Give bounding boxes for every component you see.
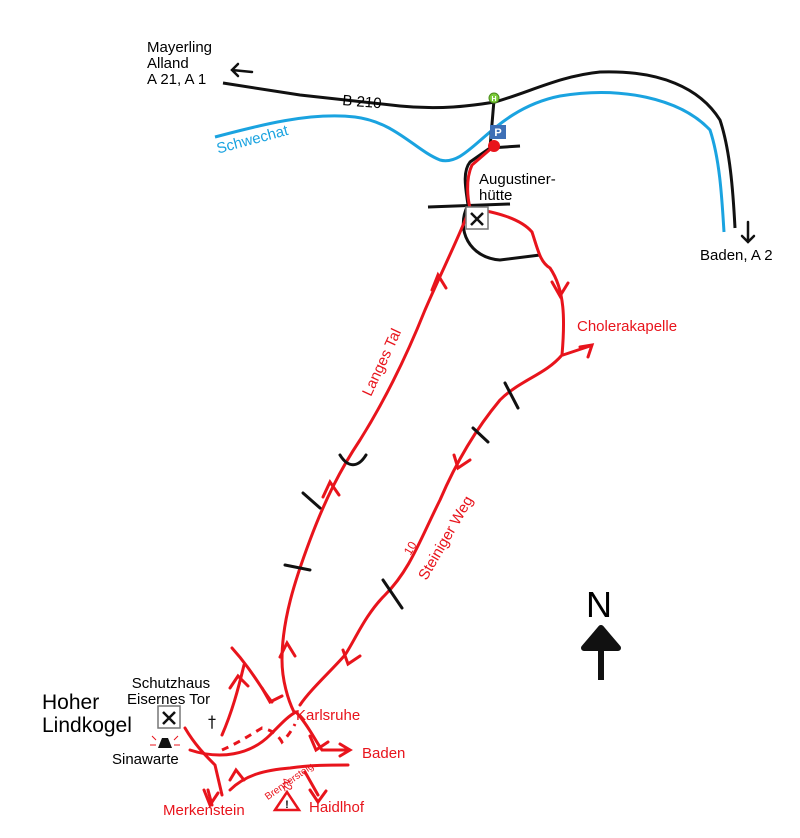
warning-icon	[272, 789, 302, 812]
route-arrow	[308, 734, 330, 753]
parking-symbol: P	[494, 127, 501, 139]
label-sinawarte: Sinawarte	[112, 751, 179, 768]
trail-crossing	[301, 491, 322, 510]
road-lower-loop	[461, 204, 541, 262]
trail-crossing	[283, 563, 312, 572]
parking-icon	[490, 125, 506, 139]
bus-stop-symbol: H	[491, 96, 496, 103]
label-hoher-lindkogel: Hoher Lindkogel	[42, 691, 132, 737]
label-cholerakapelle: Cholerakapelle	[577, 318, 678, 335]
route-arrow	[260, 686, 284, 704]
route-cross-sinawarte	[188, 710, 298, 757]
route-schutzhaus-north	[220, 663, 246, 737]
river-schwechat	[214, 91, 726, 233]
label-schutzhaus: Schutzhaus Eisernes Tor	[127, 675, 211, 708]
route-haidlhof	[303, 770, 320, 797]
label-haidlhof: Haidlhof	[309, 799, 365, 816]
summit-cross-icon: †	[208, 712, 216, 731]
label-baden: Baden	[362, 745, 406, 762]
parking-location-dot	[488, 140, 500, 152]
warning-symbol: !	[285, 799, 289, 811]
route-karlsruhe-east	[294, 710, 350, 752]
trail-crossing	[381, 578, 404, 610]
route-arrow	[578, 343, 595, 359]
route-arrow	[341, 648, 362, 667]
bus-stop-icon	[488, 92, 500, 104]
arrow-west	[230, 62, 254, 78]
route-access	[466, 144, 496, 210]
trail-crossing	[471, 426, 490, 444]
route-arrow	[321, 478, 341, 499]
label-mayerling: Mayerling Alland A 21, A 1	[147, 39, 213, 88]
label-north: N	[586, 584, 612, 625]
route-arrow	[278, 639, 297, 659]
label-merkenstein: Merkenstein	[163, 802, 245, 819]
restaurant-icon	[157, 705, 181, 729]
route-south-west	[183, 726, 224, 797]
restaurant-icon	[465, 206, 489, 230]
trail-crossing	[338, 453, 368, 467]
route-arrow	[202, 788, 220, 809]
route-langes-tal	[280, 206, 472, 714]
route-arrow	[228, 767, 246, 782]
label-baden-a2: Baden, A 2	[700, 247, 773, 264]
route-arrow	[550, 280, 570, 299]
label-karlsruhe: Karlsruhe	[296, 707, 361, 724]
trail-crossing	[503, 381, 520, 410]
route-dashed	[221, 723, 297, 752]
route-east-top	[298, 206, 566, 707]
label-augustinerhuette: Augustiner- hütte	[479, 171, 556, 204]
route-arrow	[452, 453, 472, 471]
road-b210	[222, 70, 737, 229]
lookout-tower-icon	[150, 735, 180, 748]
arrow-south	[740, 220, 756, 244]
label-b210: B 210	[341, 92, 383, 113]
route-arrow	[430, 271, 448, 292]
route-arrow	[308, 788, 328, 805]
route-arrow	[228, 673, 250, 690]
north-arrow	[581, 625, 621, 680]
route-arrow	[338, 742, 353, 758]
